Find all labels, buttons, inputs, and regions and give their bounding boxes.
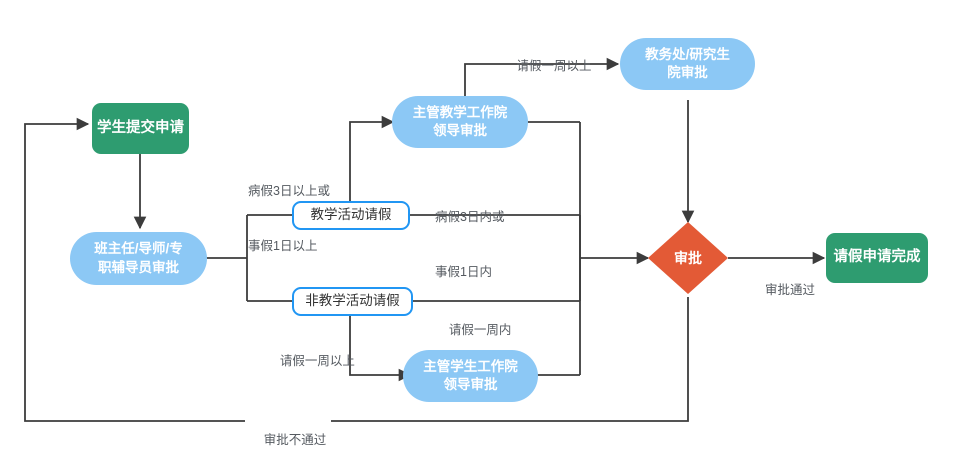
edge-label-sick3-personal1-within: 病假3日内或 事假1日内 — [435, 172, 539, 317]
edge-label-leave-within-week-text: 请假一周内 — [448, 323, 512, 338]
edge-label-leave-over-week-bottom: 请假一周以上 — [266, 334, 356, 388]
node-teaching-activity-leave[interactable]: 教学活动请假 — [292, 201, 410, 230]
edge-label-sick3-personal1-within-line2: 事假1日内 — [435, 264, 492, 279]
edge-label-approved: 审批通过 — [748, 263, 818, 317]
edge-label-approved-text: 审批通过 — [764, 283, 815, 298]
edge-nonteaching-to-studentleader — [349, 314, 412, 382]
node-advisor-approval-line2: 职辅导员审批 — [98, 259, 179, 275]
node-approval-decision-label: 审批 — [674, 249, 702, 266]
node-application-complete[interactable]: 请假申请完成 — [826, 233, 928, 283]
node-submit-application[interactable]: 学生提交申请 — [92, 103, 189, 154]
node-student-affairs-leader-approval[interactable]: 主管学生工作院 领导审批 — [403, 350, 538, 402]
node-teaching-leader-approval[interactable]: 主管教学工作院 领导审批 — [392, 96, 528, 148]
edge-rejected-loop — [24, 117, 689, 422]
node-teaching-leader-approval-line1: 主管教学工作院 — [412, 104, 508, 120]
diamond-shape — [648, 222, 728, 294]
edge-label-sick3-personal1-over: 病假3日以上或 事假1日以上 — [248, 146, 352, 291]
edge-label-sick3-personal1-over-line1: 病假3日以上或 — [248, 184, 330, 199]
node-application-complete-label: 请假申请完成 — [833, 249, 921, 266]
node-approval-decision[interactable]: 审批 — [648, 222, 728, 294]
node-advisor-approval[interactable]: 班主任/导师/专 职辅导员审批 — [70, 232, 207, 285]
edge-label-sick3-personal1-over-line2: 事假1日以上 — [248, 238, 318, 253]
node-academic-affairs-approval-line1: 教务处/研究生 — [645, 46, 730, 62]
edge-label-rejected: 审批不通过 — [245, 413, 331, 455]
edge-teaching-to-teachleader — [349, 115, 395, 202]
node-advisor-approval-line1: 班主任/导师/专 — [94, 241, 183, 257]
node-non-teaching-activity-leave[interactable]: 非教学活动请假 — [292, 287, 413, 316]
node-teaching-leader-approval-line2: 领导审批 — [433, 123, 487, 138]
edge-label-leave-over-week-top: 请假一周以上 — [502, 39, 592, 93]
edge-label-rejected-text: 审批不通过 — [263, 433, 327, 448]
node-student-affairs-leader-approval-line1: 主管学生工作院 — [423, 358, 518, 374]
node-academic-affairs-approval[interactable]: 教务处/研究生 院审批 — [620, 38, 755, 90]
node-non-teaching-activity-leave-label: 非教学活动请假 — [305, 293, 400, 309]
node-academic-affairs-approval-line2: 院审批 — [667, 65, 708, 80]
node-teaching-activity-leave-label: 教学活动请假 — [310, 207, 392, 223]
edge-label-leave-over-week-bottom-text: 请假一周以上 — [279, 354, 355, 369]
node-student-affairs-leader-approval-line2: 领导审批 — [443, 377, 498, 392]
node-submit-application-label: 学生提交申请 — [97, 119, 184, 136]
edge-label-leave-over-week-top-text: 请假一周以上 — [516, 59, 592, 74]
edge-label-sick3-personal1-within-line1: 病假3日内或 — [435, 210, 505, 225]
edge-label-leave-within-week: 请假一周内 — [435, 303, 525, 357]
